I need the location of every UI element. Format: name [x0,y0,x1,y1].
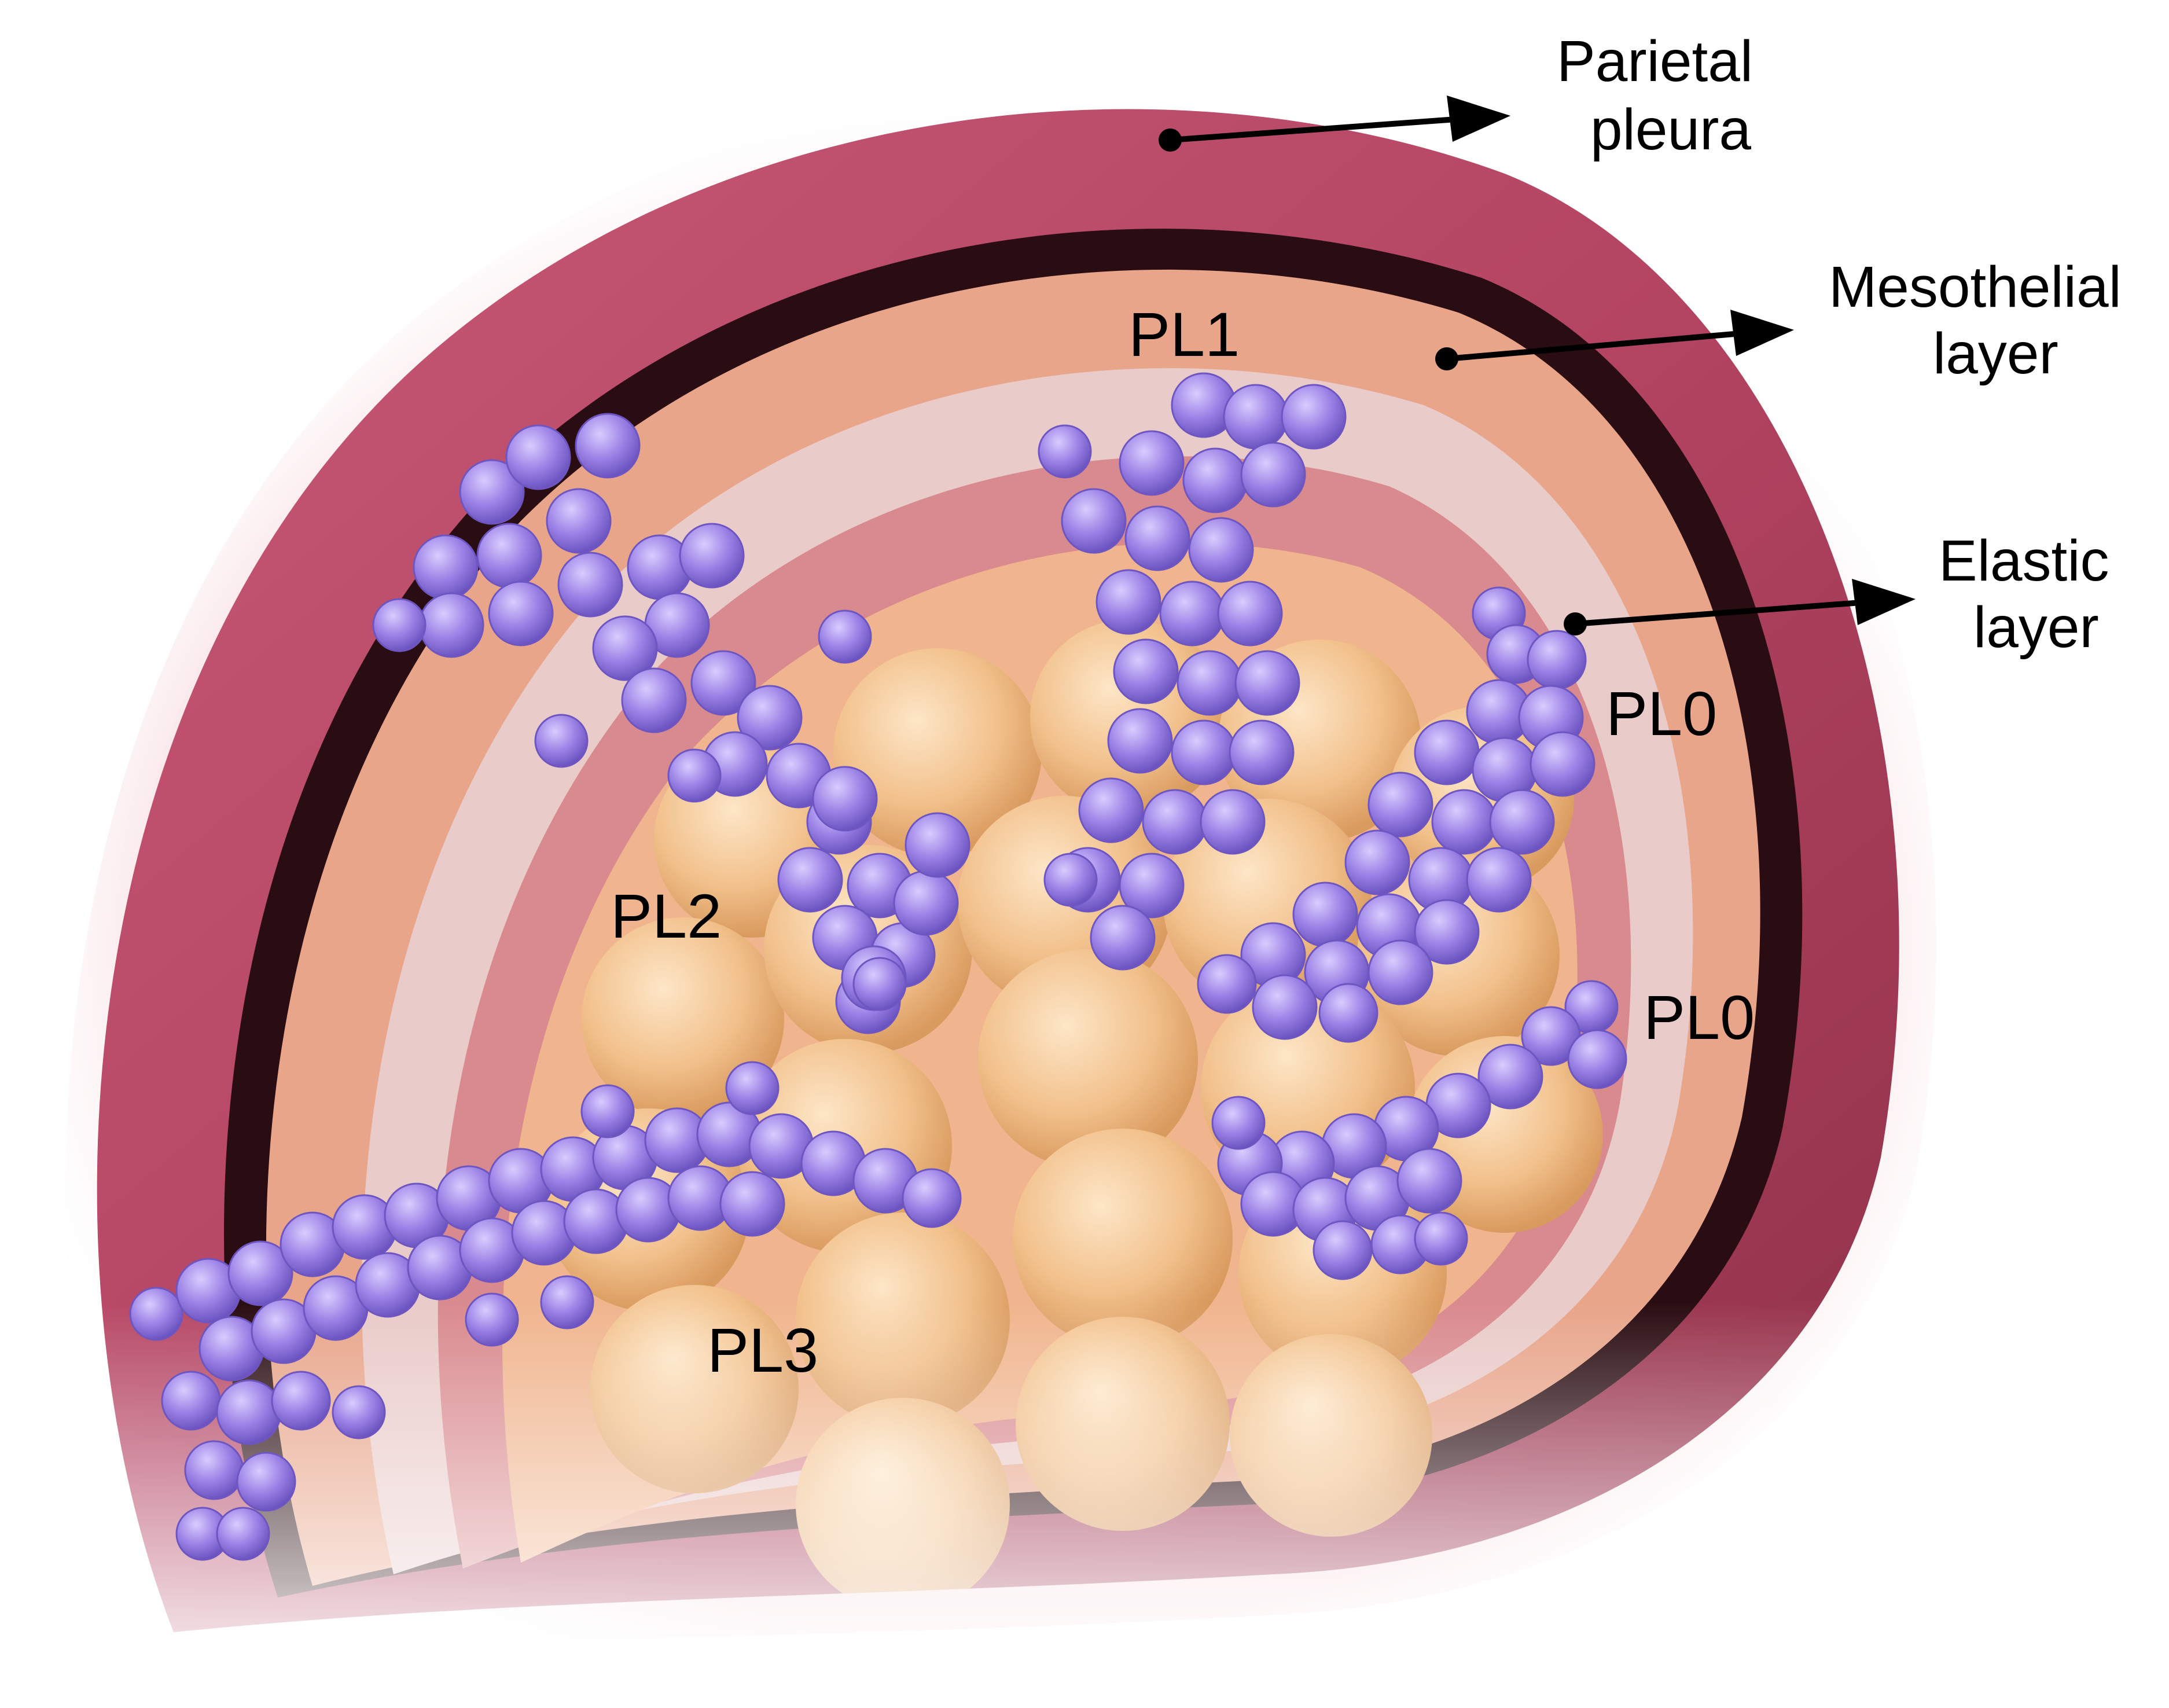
tumor-cluster-pl0-upper [1197,586,1595,1043]
label-pl0-lower: PL0 [1644,982,1755,1052]
bottom-fade [0,1302,2169,1708]
label-pl2: PL2 [611,881,722,951]
label-pl1: PL1 [1128,299,1240,369]
pointer-parietal [1159,95,1510,152]
pointer-mesothelial [1435,310,1794,370]
tumor-cluster-pl3 [129,1061,962,1561]
label-elastic-line1: Elastic [1939,528,2109,593]
label-elastic-line2: layer [1973,595,2099,660]
label-mesothelial-line2: layer [1933,321,2058,386]
label-pl3: PL3 [707,1315,818,1385]
label-pl0-upper: PL0 [1606,678,1717,748]
tumor-cluster-pl1 [1038,372,1347,971]
pointer-elastic [1564,579,1916,636]
tumor-cluster-pl2 [372,413,970,1034]
label-parietal-line2: pleura [1590,97,1751,162]
tumor-cluster-pl0-lower [1211,980,1627,1280]
label-mesothelial-line1: Mesothelial [1829,255,2122,319]
label-parietal-line1: Parietal [1557,29,1753,94]
